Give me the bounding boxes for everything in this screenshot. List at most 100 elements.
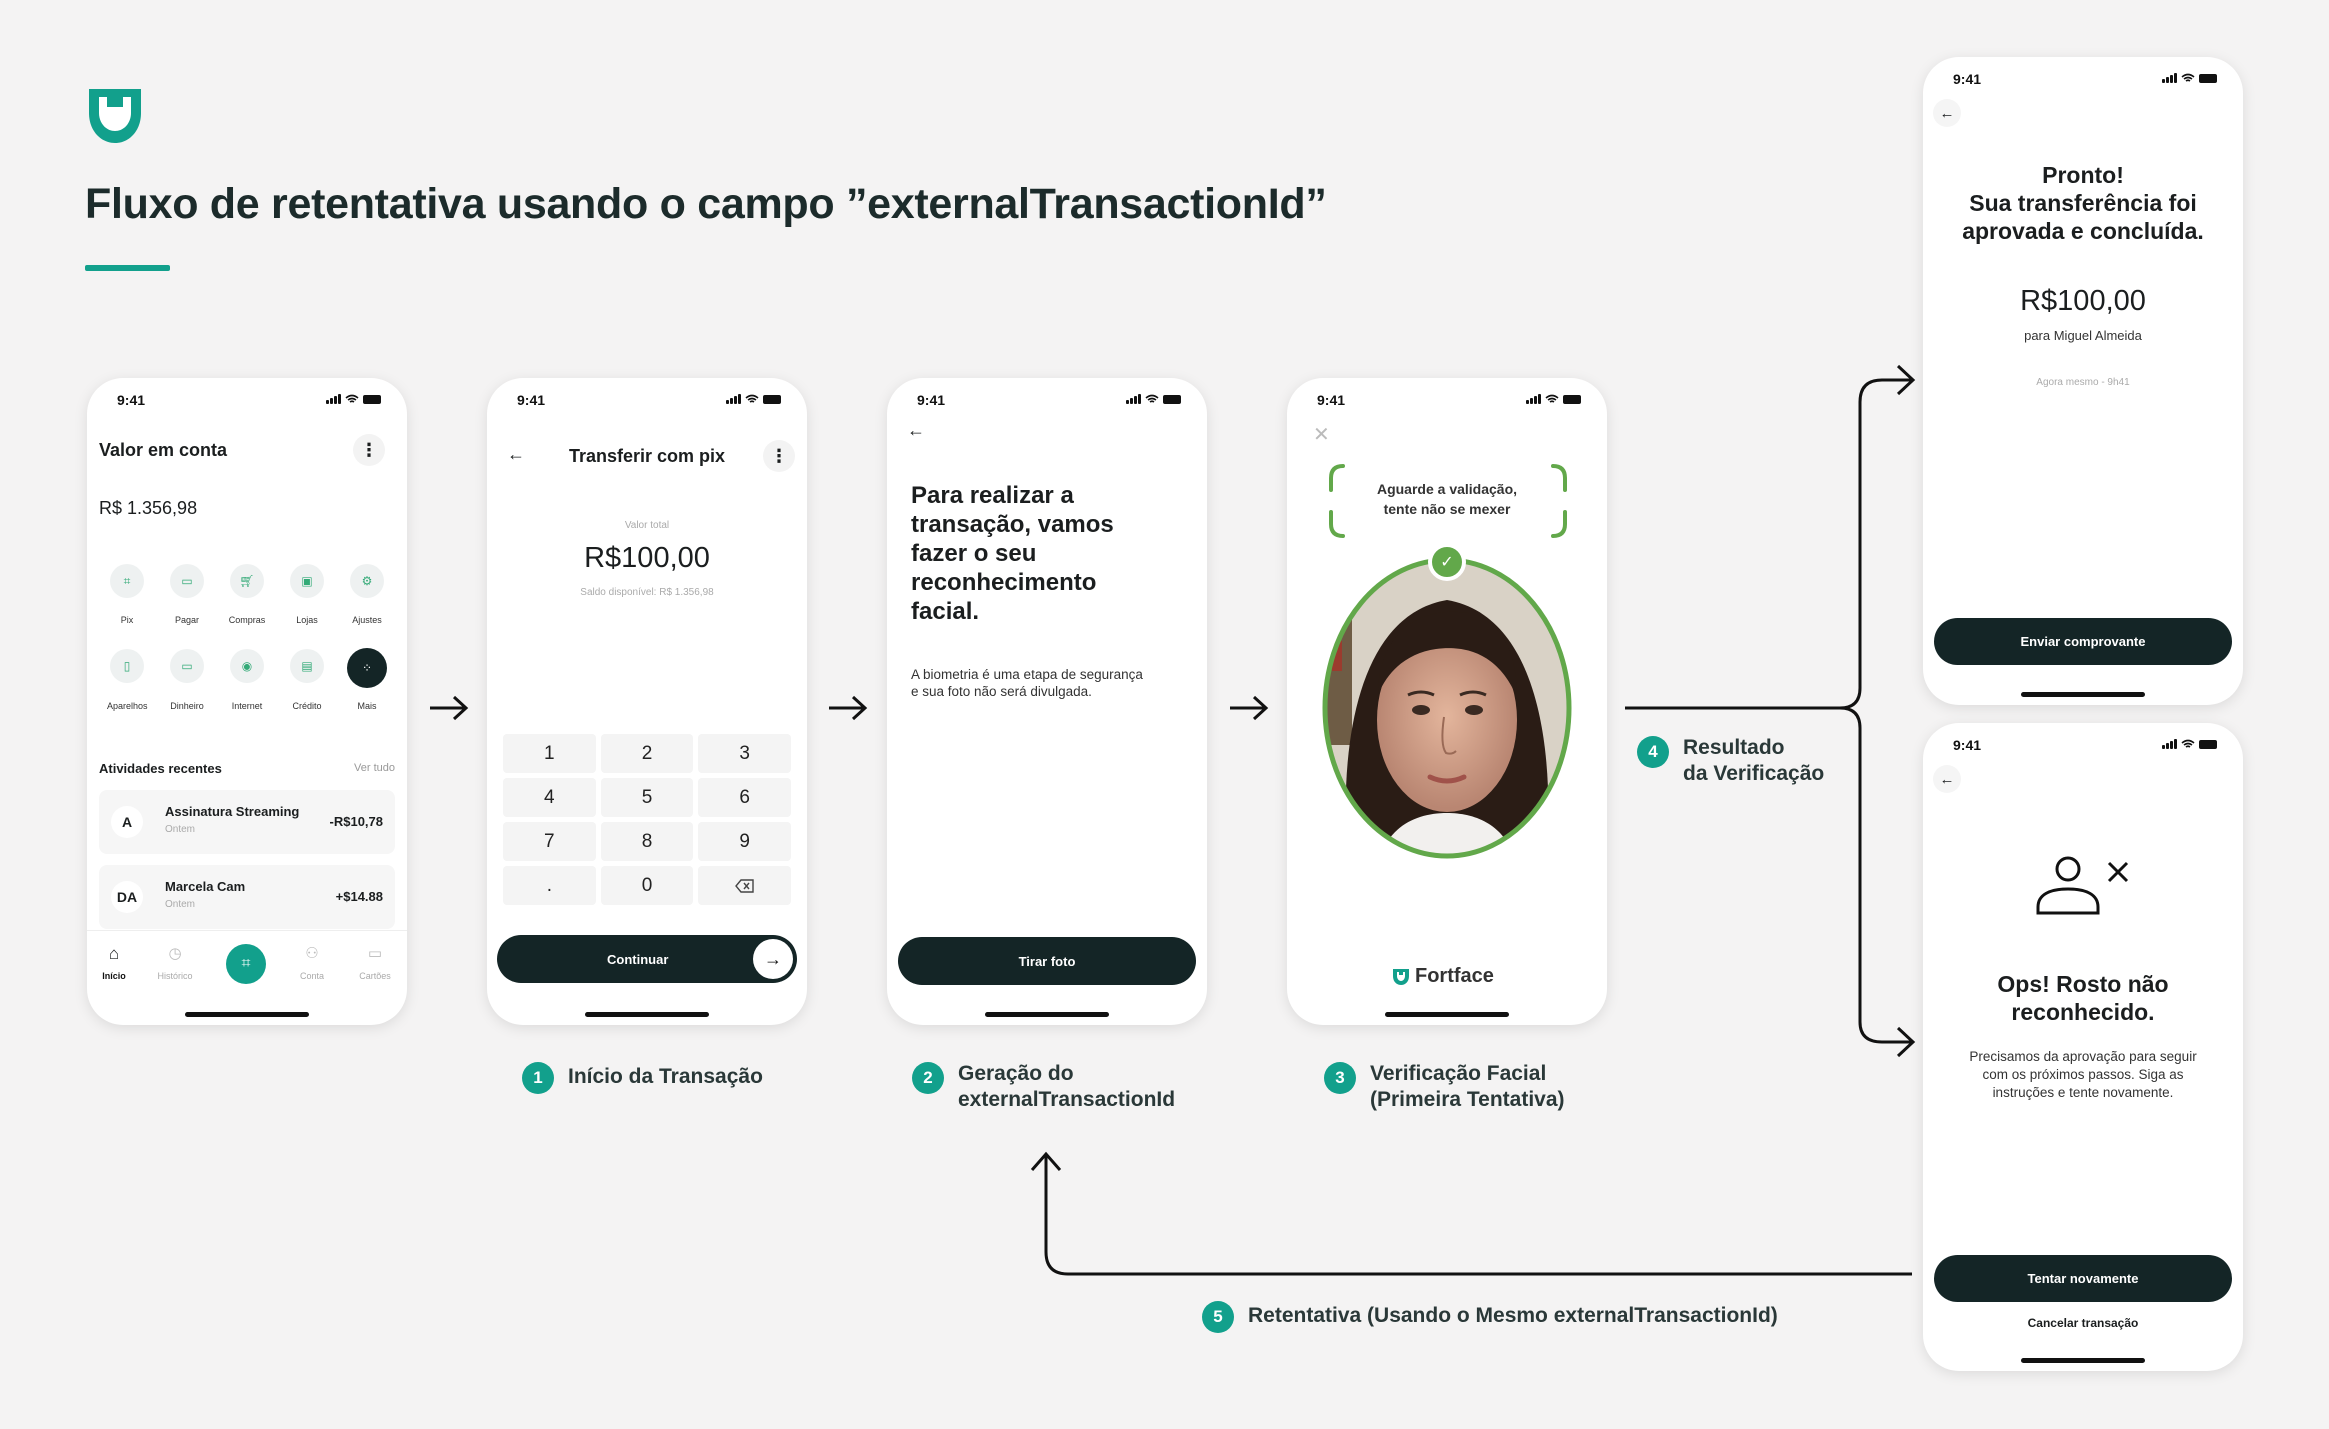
nav-item-home[interactable]: Início	[102, 971, 126, 981]
battery-icon	[363, 394, 381, 404]
back-arrow-icon[interactable]: ←	[907, 420, 925, 440]
back-arrow-icon[interactable]: ←	[1933, 765, 1961, 793]
wifi-icon	[345, 394, 359, 403]
more-options-icon[interactable]: ⋮	[763, 440, 795, 472]
check-badge-icon: ✓	[1428, 543, 1466, 581]
body-line: com os próximos passos. Siga as	[1982, 1067, 2184, 1082]
cancel-transaction-link[interactable]: Cancelar transação	[2027, 1316, 2139, 1330]
heading-line: Pronto!	[2042, 162, 2124, 188]
try-again-button[interactable]: Tentar novamente	[1934, 1255, 2232, 1302]
branch-connector	[1625, 378, 1912, 710]
step-badge: 4	[1637, 736, 1669, 768]
credit-icon[interactable]: ▤	[290, 649, 324, 683]
arrow-right-icon	[829, 695, 868, 721]
history-icon[interactable]: ◷	[168, 945, 182, 962]
key-2[interactable]: 2	[600, 734, 694, 773]
list-item[interactable]: DA Marcela Cam Ontem +$14.88	[99, 865, 395, 929]
key-1[interactable]: 1	[503, 734, 596, 773]
intro-heading: Para realizar a transação, vamos fazer o…	[911, 481, 1114, 626]
step-1-label: 1 Início da Transação	[522, 1061, 763, 1094]
phone-pix-transfer: 9:41 ← Transferir com pix ⋮ Valor total …	[487, 378, 807, 1025]
action-label: Crédito	[292, 701, 322, 711]
money-icon[interactable]: ▭	[170, 649, 204, 683]
cards-icon[interactable]: ▭	[367, 945, 383, 962]
heading-line: transação, vamos	[911, 511, 1114, 538]
activity-amount: -R$10,78	[329, 814, 383, 829]
see-all-link[interactable]: Ver tudo	[354, 762, 395, 774]
battery-icon	[2199, 739, 2217, 749]
account-icon[interactable]: ⚇	[305, 945, 319, 962]
more-options-icon[interactable]: ⋮	[353, 434, 385, 466]
hint-line: tente não se mexer	[1383, 501, 1511, 517]
nav-item-cards[interactable]: Cartões	[359, 971, 391, 981]
key-dot[interactable]: .	[503, 866, 596, 905]
key-6[interactable]: 6	[698, 778, 792, 817]
recipient: para Miguel Almeida	[2024, 328, 2142, 343]
settings-icon[interactable]: ⚙	[350, 564, 384, 598]
more-apps-icon[interactable]: ⁘	[347, 648, 387, 688]
total-label: Valor total	[624, 520, 670, 531]
arrow-right-icon: →	[753, 939, 793, 979]
failure-heading: Ops! Rosto não reconhecido.	[1923, 970, 2243, 1026]
balance-header: Valor em conta	[99, 440, 228, 460]
nav-item-account[interactable]: Conta	[299, 971, 325, 981]
key-5[interactable]: 5	[600, 778, 694, 817]
store-icon[interactable]: ▣	[290, 564, 324, 598]
send-receipt-label: Enviar comprovante	[2020, 634, 2146, 649]
activity-amount: +$14.88	[335, 889, 383, 904]
action-label: Mais	[357, 701, 377, 711]
branch-arrowhead	[1896, 364, 1916, 396]
body-line: A biometria é uma etapa de segurança	[911, 667, 1143, 682]
try-again-label: Tentar novamente	[2027, 1271, 2139, 1286]
key-9[interactable]: 9	[698, 822, 792, 861]
key-4[interactable]: 4	[503, 778, 596, 817]
keypad-row: 7 8 9	[503, 822, 792, 861]
back-arrow-icon[interactable]: ←	[1933, 99, 1961, 127]
key-3[interactable]: 3	[698, 734, 792, 773]
step-text: Início da Transação	[568, 1065, 763, 1088]
pay-icon[interactable]: ▭	[170, 564, 204, 598]
continue-button[interactable]: Continuar →	[497, 935, 797, 983]
wifi-icon	[2181, 739, 2195, 748]
step-text-line: (Primeira Tentativa)	[1370, 1088, 1565, 1111]
battery-icon	[763, 394, 781, 404]
internet-icon[interactable]: ◉	[230, 649, 264, 683]
action-label: Aparelhos	[107, 701, 148, 711]
retry-connector	[1044, 1156, 1912, 1276]
step-text-line: da Verificação	[1683, 762, 1825, 785]
cart-icon[interactable]: 🛒︎	[230, 564, 264, 598]
step-text-line: Resultado	[1683, 736, 1785, 759]
key-0[interactable]: 0	[600, 866, 694, 905]
pix-icon[interactable]: ⌗	[110, 564, 144, 598]
timestamp: Agora mesmo - 9h41	[2036, 377, 2130, 388]
list-item[interactable]: A Assinatura Streaming Ontem -R$10,78	[99, 790, 395, 854]
backspace-icon[interactable]	[698, 866, 792, 905]
wifi-icon	[2181, 73, 2195, 82]
back-arrow-icon[interactable]: ←	[507, 444, 525, 464]
nav-item-history[interactable]: Histórico	[157, 971, 193, 981]
step-badge: 1	[522, 1062, 554, 1094]
retry-arrowhead	[1030, 1151, 1062, 1171]
send-receipt-button[interactable]: Enviar comprovante	[1934, 618, 2232, 665]
heading-line: reconhecimento	[911, 569, 1097, 596]
take-photo-button[interactable]: Tirar foto	[898, 937, 1196, 985]
home-indicator	[2021, 692, 2145, 697]
step-text-line: Verificação Facial	[1370, 1062, 1547, 1085]
key-7[interactable]: 7	[503, 822, 596, 861]
activity-date: Ontem	[165, 899, 196, 910]
device-icon[interactable]: ▯	[110, 649, 144, 683]
step-badge: 3	[1324, 1062, 1356, 1094]
scan-icon[interactable]: ⌗	[226, 944, 266, 984]
phone-facial-intro: 9:41 ← Para realizar a transação, vamos …	[887, 378, 1207, 1025]
step-badge: 2	[912, 1062, 944, 1094]
action-label: Pagar	[174, 615, 200, 625]
brand-logo-icon	[89, 89, 141, 143]
battery-icon	[2199, 73, 2217, 83]
step-text-line: Geração do	[958, 1062, 1074, 1085]
home-icon[interactable]: ⌂	[108, 944, 120, 963]
phone-success: 9:41 ← Pronto! Sua transferência foi apr…	[1923, 57, 2243, 705]
key-8[interactable]: 8	[600, 822, 694, 861]
close-icon[interactable]: ✕	[1313, 424, 1330, 446]
